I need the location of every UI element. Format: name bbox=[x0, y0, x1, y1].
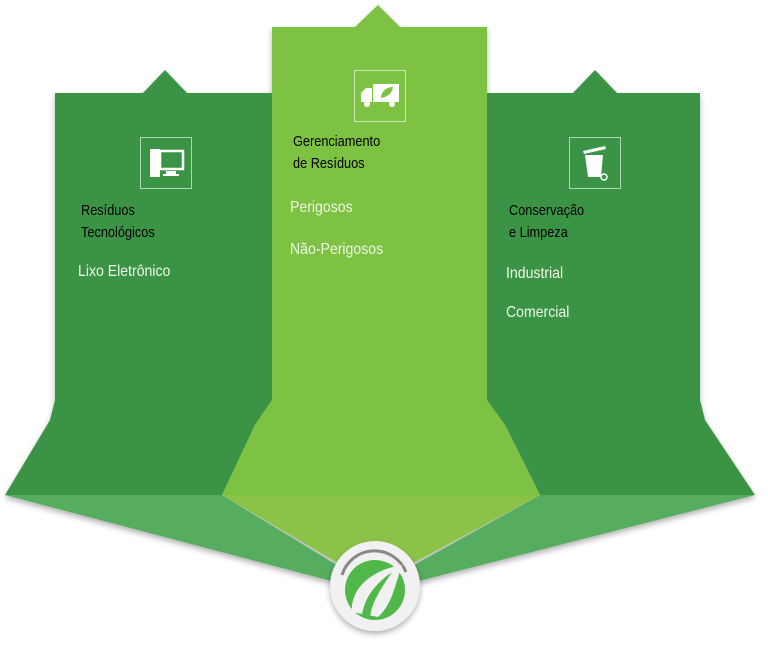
computer-icon bbox=[140, 137, 192, 189]
leaf-logo bbox=[330, 541, 420, 631]
right-flap bbox=[405, 495, 755, 582]
center-flap bbox=[222, 495, 540, 570]
right-panel bbox=[487, 70, 755, 495]
list-item: Comercial bbox=[506, 304, 570, 321]
trash-bin-icon bbox=[569, 137, 621, 189]
center-panel bbox=[222, 5, 540, 495]
list-item: Lixo Eletrônico bbox=[78, 263, 171, 280]
left-panel bbox=[5, 70, 272, 495]
left-flap bbox=[5, 495, 345, 582]
list-item: Perigosos bbox=[290, 199, 353, 216]
list-item: Industrial bbox=[506, 265, 564, 282]
list-item: Não-Perigosos bbox=[290, 241, 384, 258]
truck-leaf-icon bbox=[354, 70, 406, 122]
